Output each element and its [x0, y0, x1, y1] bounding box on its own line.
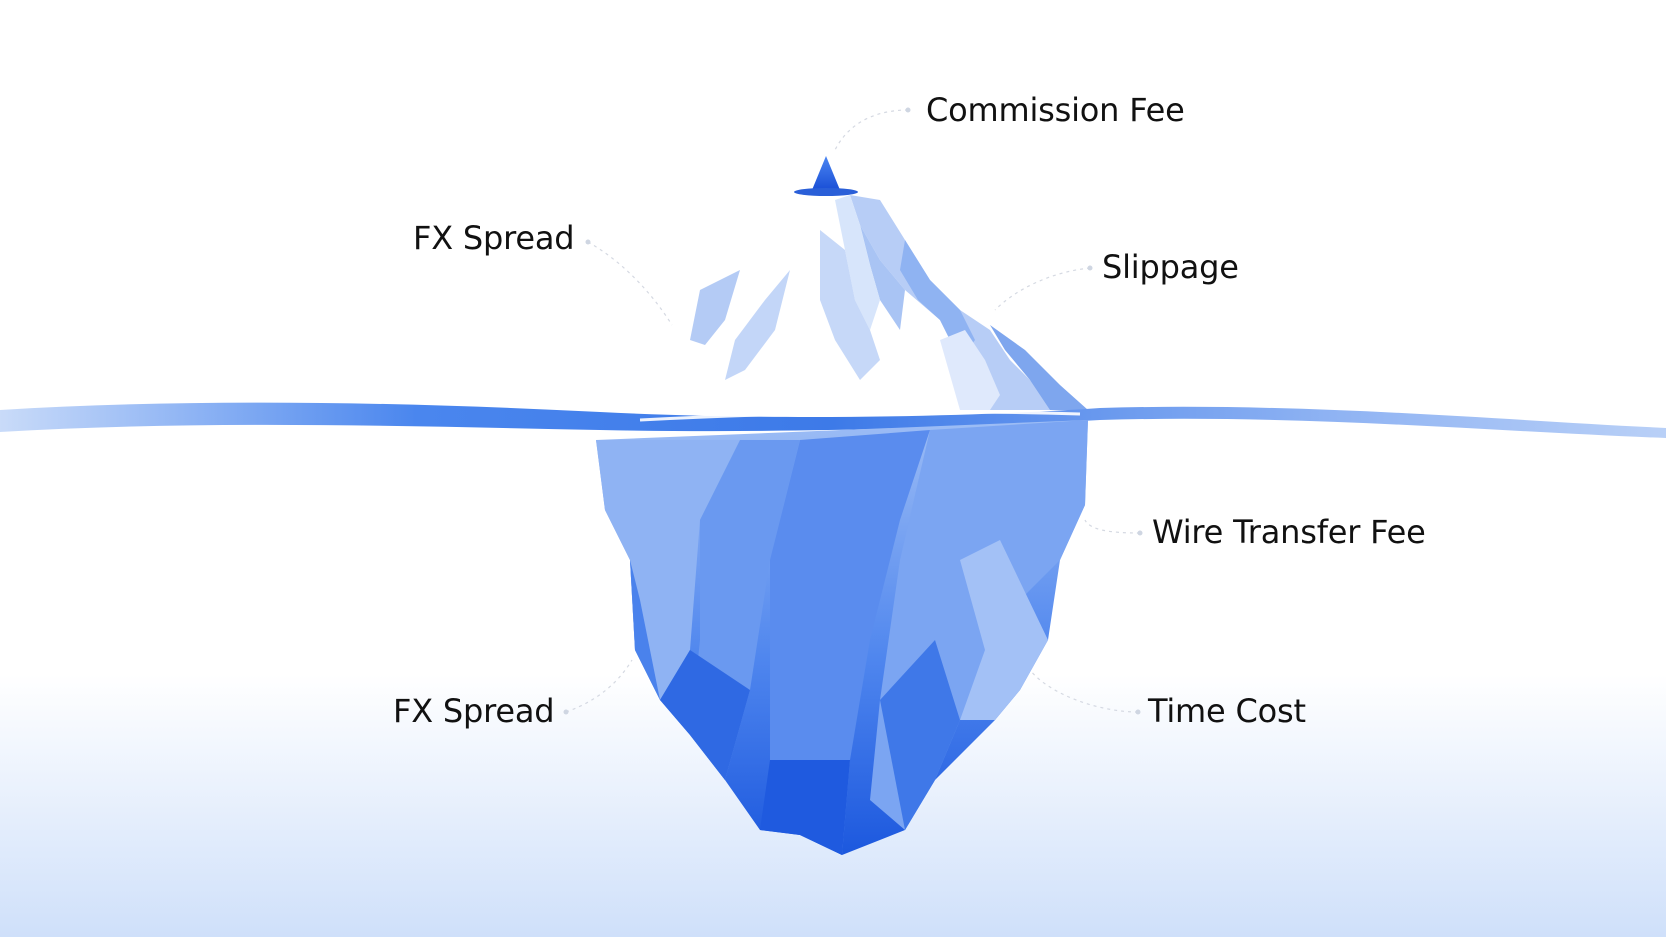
- label-fx-spread-top: FX Spread: [413, 219, 575, 257]
- leader-lines: [565, 109, 1141, 713]
- water-line: [0, 402, 1666, 438]
- peak-marker: [812, 156, 840, 190]
- label-time-cost: Time Cost: [1148, 692, 1306, 730]
- leader-fx-bottom: [565, 659, 633, 713]
- leader-slippage: [994, 267, 1091, 311]
- leader-fx-top: [587, 241, 673, 326]
- label-slippage: Slippage: [1102, 248, 1239, 286]
- iceberg-tip: [650, 156, 1088, 415]
- iceberg-underwater: [596, 420, 1088, 855]
- leader-wire: [1084, 519, 1141, 534]
- leader-time: [1029, 669, 1139, 713]
- label-wire-transfer-fee: Wire Transfer Fee: [1152, 513, 1426, 551]
- label-commission-fee: Commission Fee: [926, 91, 1185, 129]
- leader-dots: [563, 107, 1143, 715]
- leader-commission: [834, 109, 909, 151]
- label-fx-spread-bottom: FX Spread: [393, 692, 555, 730]
